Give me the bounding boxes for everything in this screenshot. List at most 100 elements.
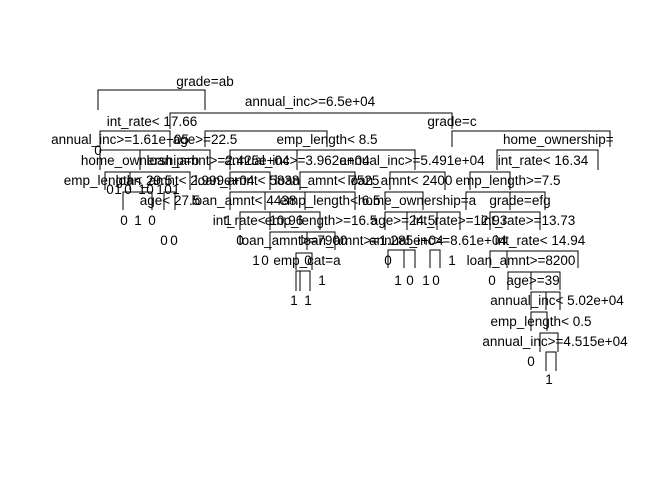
leaf-label: 1 — [172, 182, 180, 197]
leaf-label: 1 — [422, 273, 430, 288]
split-label: loan_amnt< 7525 — [275, 173, 380, 188]
leaf-label: 1 — [304, 293, 312, 308]
leaf-label: 1 — [290, 293, 298, 308]
split-label: emp_length< 0.5 — [491, 314, 592, 329]
tree-branch — [509, 191, 546, 210]
split-label: int_rate>=13.73 — [481, 213, 576, 228]
leaf-label: 1 — [114, 182, 122, 197]
leaf-label: 0 — [304, 253, 312, 268]
tree-branch — [436, 211, 461, 230]
tree-branch — [169, 112, 453, 129]
tree-branch — [306, 231, 336, 250]
split-label: loan_amnt< 2.999e+04 — [116, 173, 255, 188]
split-label: loan_amnt< 5838 — [195, 173, 300, 188]
split-label: emp_length>=16.5 — [265, 213, 378, 228]
split-label: int_rate< 16.34 — [498, 153, 589, 168]
split-label: emp_length>=7.5 — [455, 173, 560, 188]
leaf-label: 1 — [545, 372, 553, 387]
tree-branch — [295, 252, 313, 270]
split-label: age>=22.5 — [173, 132, 238, 147]
split-label: emp_length< 8.5 — [277, 132, 378, 147]
split-label: annual_inc>=1.61e+05 — [51, 132, 189, 147]
tree-branch — [496, 149, 599, 170]
tree-branch — [97, 89, 206, 110]
split-label: annual_inc>=3.962e+04 — [224, 153, 370, 168]
tree-branch — [129, 171, 191, 190]
tree-branch — [545, 291, 561, 310]
split-label: age>=39 — [506, 273, 559, 288]
leaf-label: 0 — [488, 273, 496, 288]
leaf-label: 1 — [224, 213, 232, 228]
leaf-label: 0 — [148, 213, 156, 228]
leaf-label: 0 — [236, 233, 244, 248]
tree-branch — [163, 191, 176, 210]
split-label: int_rate>=12.93 — [413, 213, 508, 228]
leaf-label: 0 — [160, 233, 168, 248]
split-label: emp_length< 6.5 — [280, 193, 381, 208]
tree-branch — [299, 270, 311, 291]
leaf-label: 1 — [156, 182, 164, 197]
tree-branch — [506, 250, 579, 268]
split-label: age< 27.5 — [140, 193, 200, 208]
leaf-label: 1 — [252, 253, 260, 268]
split-label: int_rate< 17.66 — [107, 114, 197, 129]
split-label: int_rate< 14.94 — [495, 233, 586, 248]
split-label: annual_inc>=4.515e+04 — [482, 334, 628, 349]
split-label: emp_cat=a — [273, 253, 341, 268]
tree-branch — [296, 149, 416, 170]
leaf-label: 0 — [164, 182, 172, 197]
leaf-label: 1 — [134, 213, 142, 228]
leaf-label: 1 — [394, 273, 402, 288]
split-label: loan_amnt>=8200 — [467, 253, 576, 268]
tree-branch — [122, 191, 153, 210]
tree-branch — [539, 332, 559, 352]
tree-branch — [139, 149, 211, 170]
leaf-label: 0 — [94, 143, 102, 158]
leaf-label: 0 — [124, 182, 132, 197]
leaf-label: 0 — [106, 182, 114, 197]
split-label: loan_amnt< 2400 — [348, 173, 453, 188]
tree-branch — [403, 249, 416, 268]
split-label: loan_amnt>=1.285e+04 — [300, 233, 443, 248]
tree-branch — [545, 351, 557, 371]
tree-branch — [451, 130, 611, 147]
leaf-label: 0 — [527, 354, 535, 369]
tree-branch — [384, 191, 424, 210]
leaf-label: 0 — [120, 213, 128, 228]
tree-branch — [389, 171, 446, 190]
split-label: home_ownership= — [503, 132, 614, 147]
split-label: grade=efg — [489, 193, 550, 208]
split-label: loan_amnt>=7900 — [239, 233, 348, 248]
leaf-label: 1 — [138, 182, 146, 197]
split-label: int_rate< 10.96 — [213, 213, 303, 228]
tree-branch — [304, 191, 356, 210]
leaf-label: 0 — [261, 253, 269, 268]
leaf-label: 1 — [448, 253, 456, 268]
tree-branch — [489, 211, 541, 230]
leaf-label: 0 — [406, 273, 414, 288]
tree-branch — [229, 171, 271, 190]
leaf-label: 0 — [146, 182, 154, 197]
split-label: home_ownership=b — [81, 153, 199, 168]
tree-branches — [97, 89, 611, 371]
leaf-label: 0 — [170, 233, 178, 248]
split-label: loan_amnt>=2.425e+04 — [146, 153, 289, 168]
split-label: age>=24.5 — [371, 213, 436, 228]
split-label: annual_inc>=5.491e+04 — [339, 153, 485, 168]
tree-branch — [530, 311, 548, 331]
tree-branch — [295, 270, 301, 291]
tree-branch — [99, 130, 171, 147]
tree-branch — [204, 130, 328, 147]
tree-branch — [299, 171, 356, 190]
split-label: grade=c — [427, 114, 476, 129]
leaf-label: 1 — [318, 273, 326, 288]
split-label: annual_inc>=6.5e+04 — [245, 94, 376, 109]
split-label: home_ownership=a — [358, 193, 477, 208]
leaf-label: 0 — [432, 273, 440, 288]
split-label: annual_inc>=8.61e+04 — [369, 233, 507, 248]
tree-branch — [269, 211, 321, 230]
tree-branch — [530, 271, 561, 290]
tree-branch — [429, 249, 441, 268]
